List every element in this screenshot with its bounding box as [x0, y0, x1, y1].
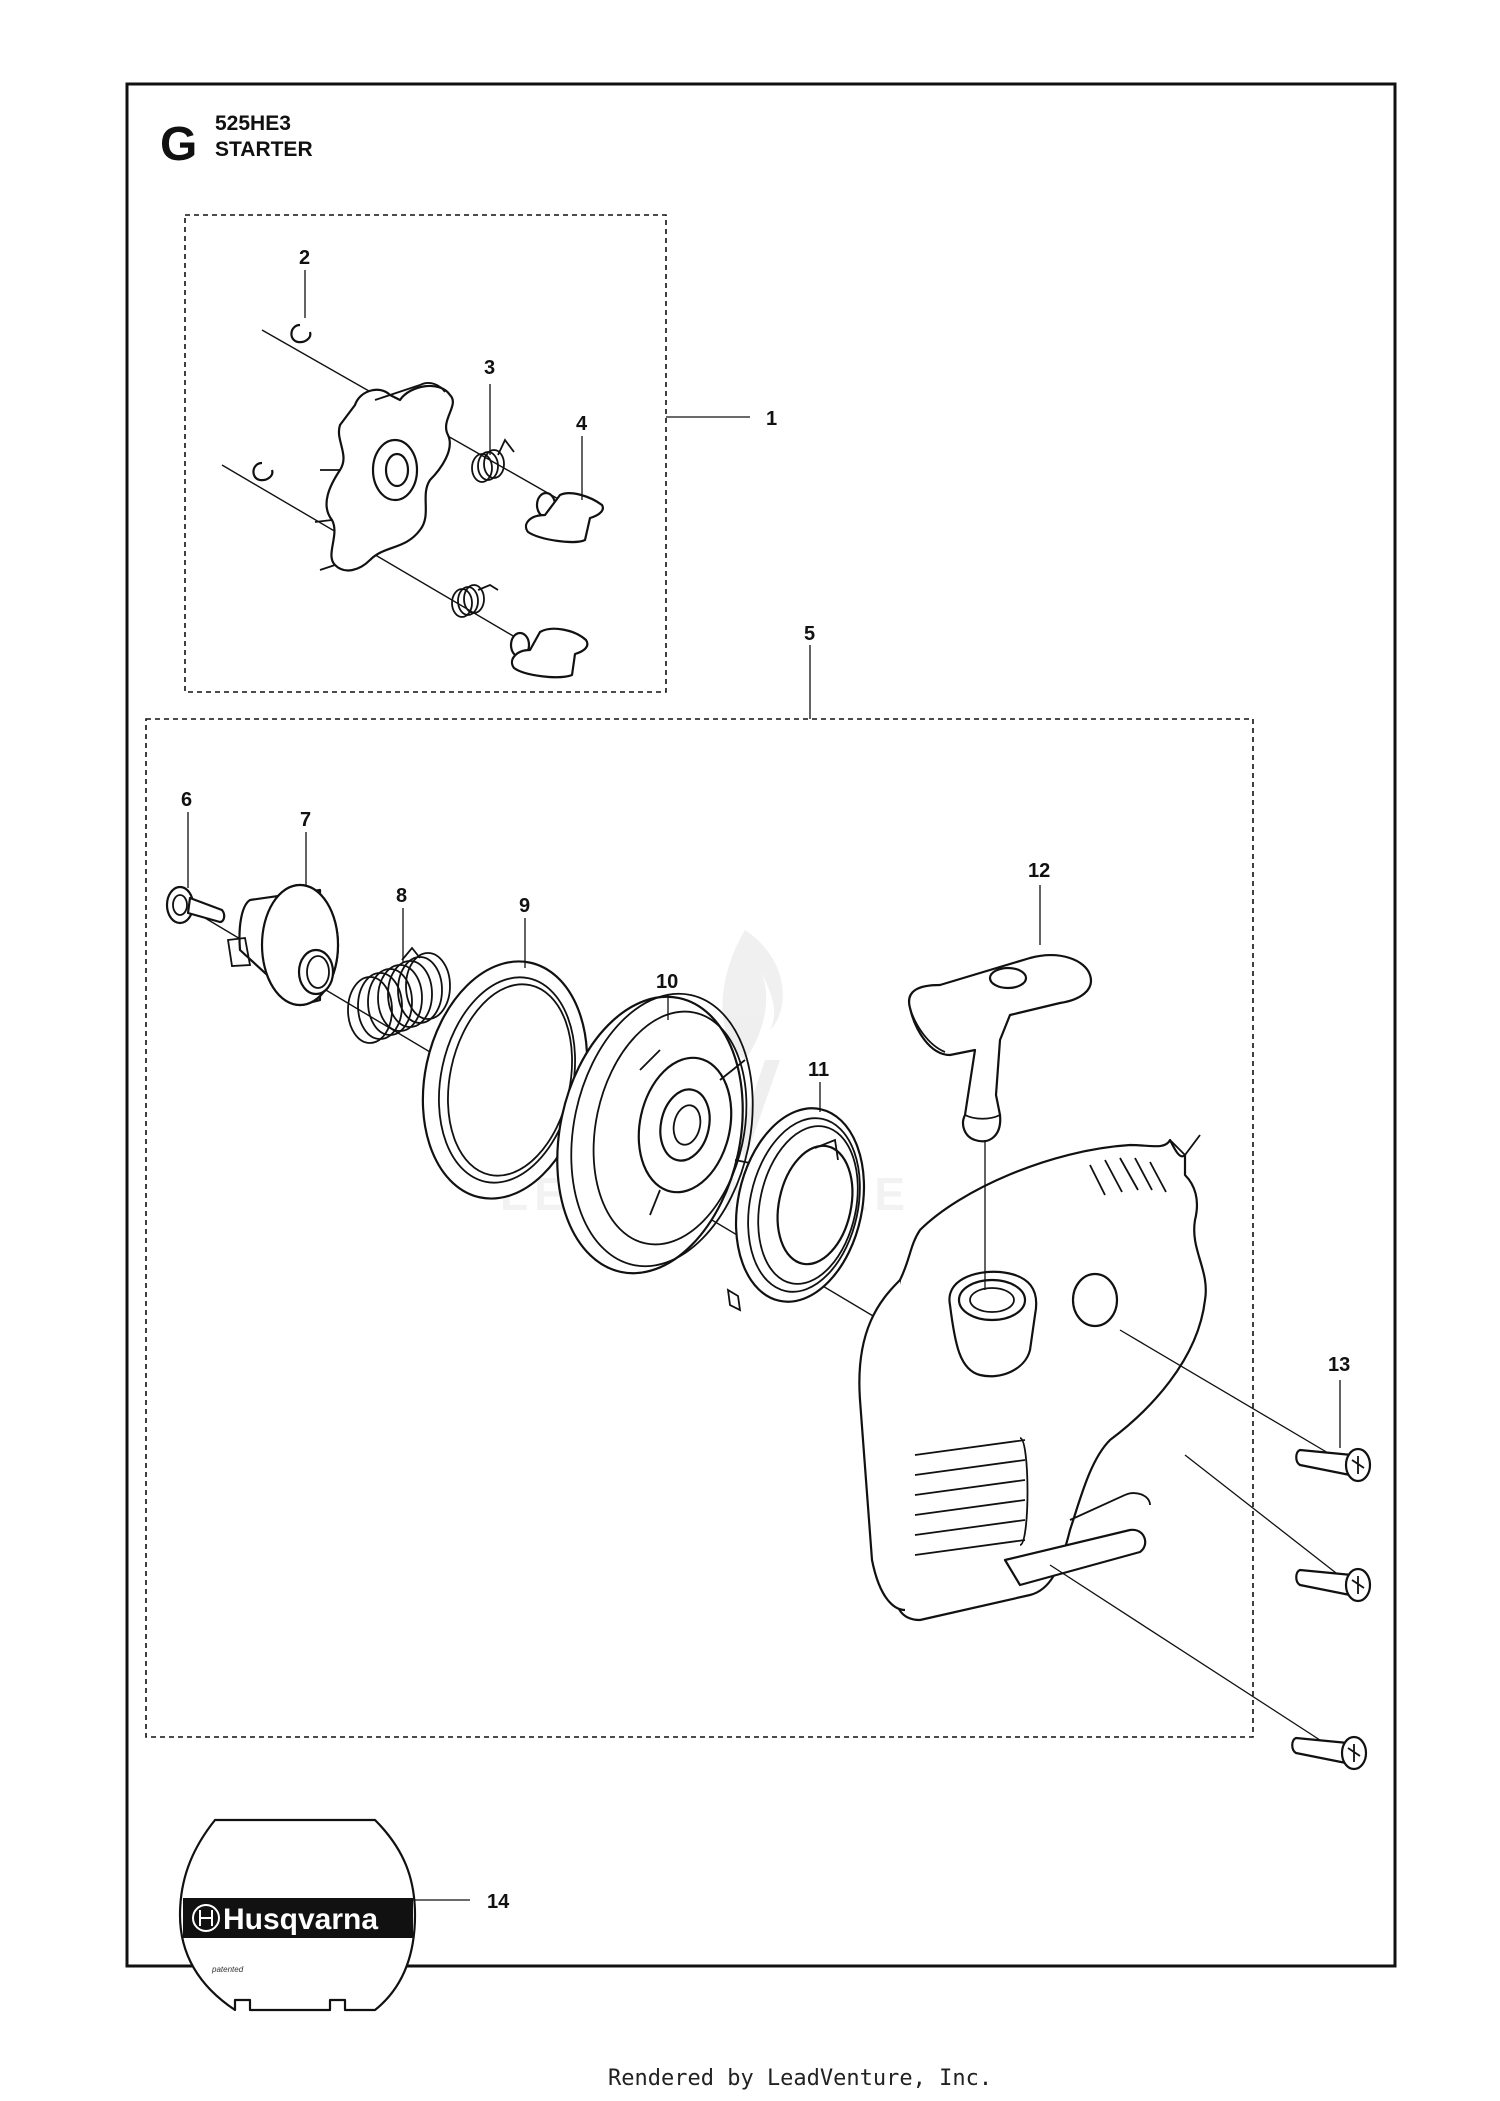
part-rope-pulley [556, 992, 761, 1275]
decal-small-text: patented [211, 1965, 244, 1974]
part-rewind-spring [726, 1107, 866, 1312]
section-letter: G [160, 118, 197, 171]
callout-6: 6 [181, 789, 192, 811]
part-pawl-a [524, 491, 604, 544]
part-starter-handle [907, 885, 1093, 1143]
diagram-frame [125, 82, 1397, 1968]
husqvarna-logo-icon [192, 1904, 220, 1932]
part-husqvarna-decal: Husqvarna patented [178, 1818, 417, 2012]
group-box-5 [145, 718, 1254, 1738]
callout-3: 3 [484, 357, 495, 379]
callout-labels: 1 2 3 4 5 6 7 8 9 10 11 12 13 14 [181, 247, 1350, 1913]
part-starter-housing [858, 1134, 1207, 1622]
part-pawl-b [509, 627, 589, 679]
callout-9: 9 [519, 895, 530, 917]
group-box-1 [184, 214, 667, 693]
decal-brand-name: Husqvarna [223, 1903, 378, 1936]
callout-8: 8 [396, 885, 407, 907]
page-title: STARTER [215, 138, 313, 161]
part-pawl-carrier [221, 323, 604, 679]
part-housing-screws [1049, 1329, 1372, 1771]
part-circlip-b [252, 461, 274, 482]
callout-10: 10 [656, 971, 678, 993]
part-hub-bushing [226, 883, 340, 1007]
callout-13: 13 [1328, 1354, 1350, 1376]
callout-14: 14 [487, 1891, 510, 1913]
callout-4: 4 [576, 413, 588, 435]
callout-2: 2 [299, 247, 310, 269]
callout-12: 12 [1028, 860, 1050, 882]
callout-11: 11 [808, 1059, 829, 1081]
callout-leaders [187, 270, 1341, 1901]
footer-credit: Rendered by LeadVenture, Inc. [608, 2066, 992, 2091]
model-number: 525HE3 [215, 112, 291, 135]
callout-5: 5 [804, 623, 815, 645]
decal-brand-band [183, 1898, 413, 1938]
part-spring-a [471, 438, 515, 483]
part-spring-b [451, 583, 499, 618]
part-coil-spring [347, 946, 451, 1044]
part-circlip-a [290, 323, 312, 344]
callout-7: 7 [300, 809, 311, 831]
callout-1: 1 [766, 408, 777, 430]
part-center-screw [165, 885, 226, 925]
